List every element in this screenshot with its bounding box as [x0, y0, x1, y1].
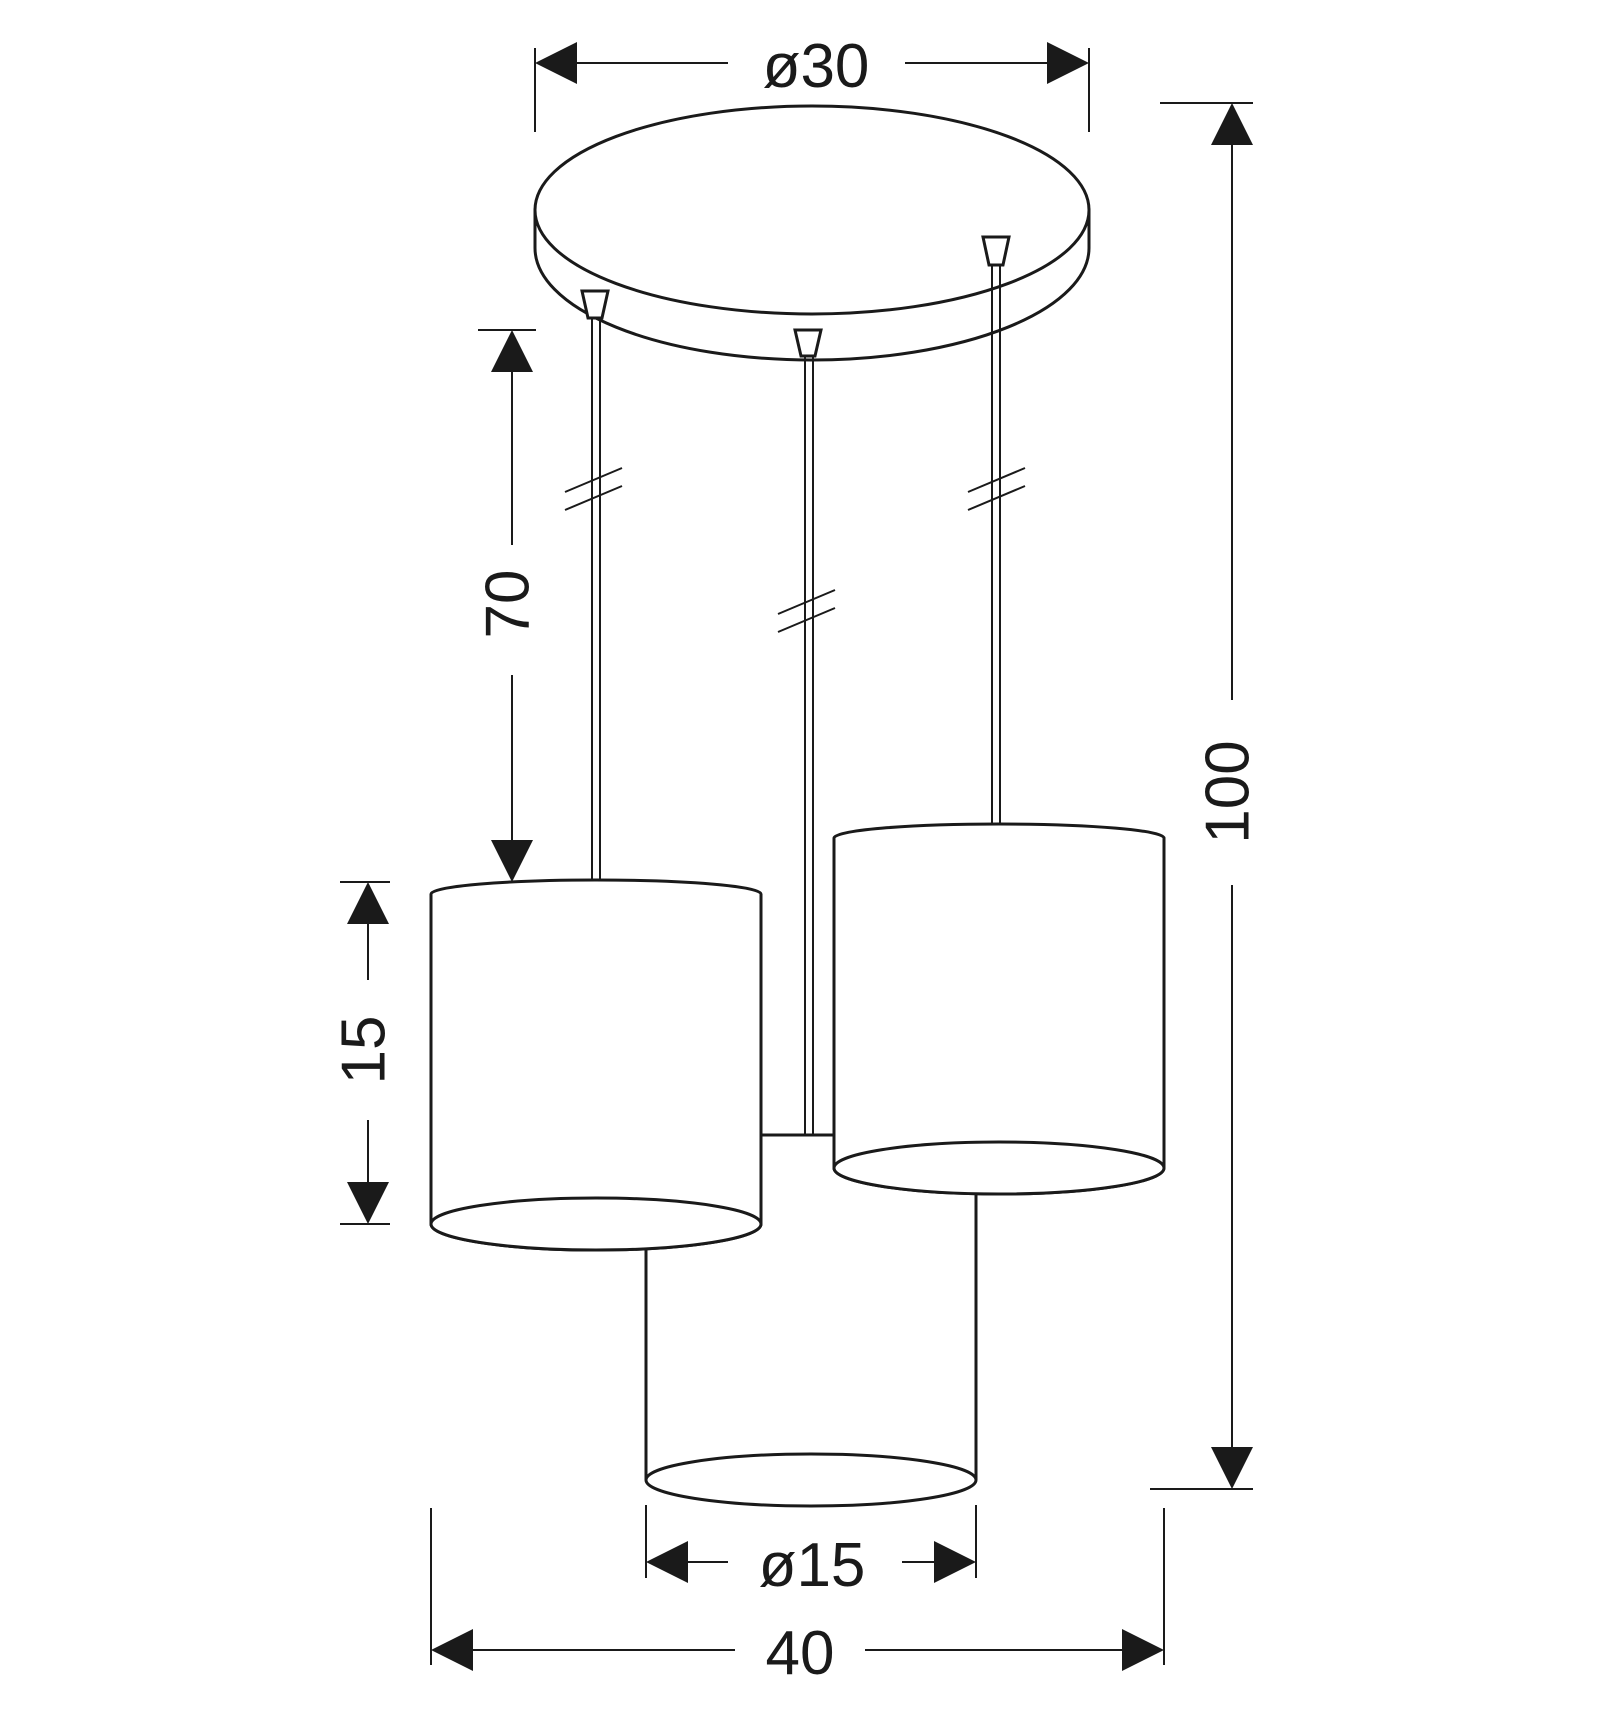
label-canopy-diameter: ø30: [763, 32, 870, 101]
suspension-cable-right: [967, 235, 1026, 825]
suspension-cable-left: [564, 289, 623, 880]
dimension-cable-length: 70: [473, 329, 542, 882]
lamp-shade-right: [832, 822, 1166, 1196]
ceiling-canopy: [533, 104, 1091, 362]
dimension-shade-height: 15: [329, 881, 398, 1225]
dimension-total-height: 100: [1150, 102, 1262, 1490]
suspension-cable-middle: [777, 328, 836, 1135]
dimension-canopy-diameter: ø30: [534, 32, 1090, 132]
label-total-width: 40: [766, 1619, 835, 1688]
lamp-shade-left: [429, 878, 763, 1252]
label-shade-diameter: ø15: [759, 1531, 866, 1600]
dimension-total-width: 40: [430, 1508, 1165, 1688]
label-total-height: 100: [1193, 740, 1262, 843]
label-shade-height: 15: [329, 1016, 398, 1085]
label-cable-length: 70: [473, 570, 542, 639]
dimension-shade-diameter: ø15: [645, 1505, 977, 1600]
